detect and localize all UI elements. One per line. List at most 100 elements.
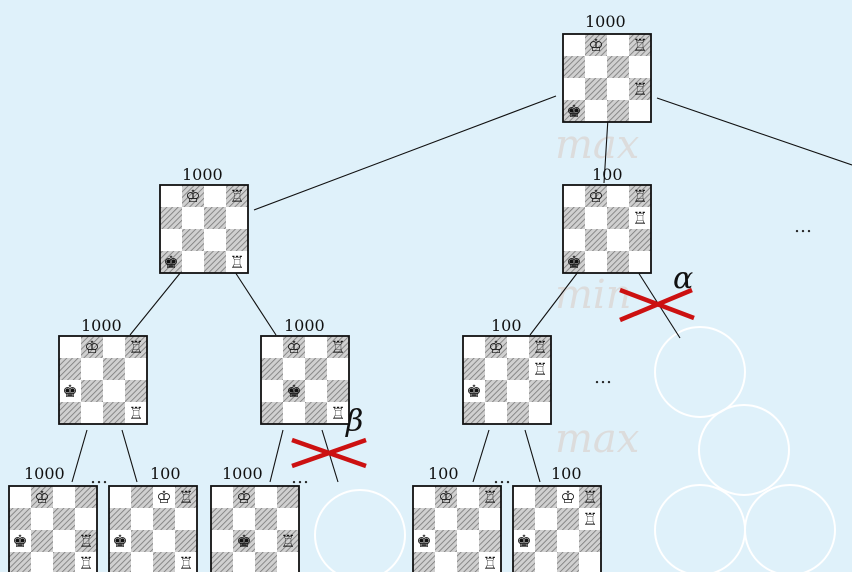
dark-square <box>153 552 175 572</box>
node-value-l2-c: 100 <box>491 316 522 335</box>
board-l2-b: ♔♖♚♖ <box>260 335 350 425</box>
dark-square <box>9 508 31 530</box>
dark-square <box>507 402 529 424</box>
light-square <box>479 508 501 530</box>
tree-edges <box>71 95 852 483</box>
board-border <box>412 485 502 572</box>
light-square <box>9 486 31 508</box>
light-square <box>75 552 97 572</box>
white-rook-icon: ♖ <box>482 488 497 508</box>
dark-square <box>485 336 507 358</box>
dark-square <box>585 78 607 100</box>
dark-square <box>131 530 153 552</box>
white-rook-icon: ♖ <box>229 253 244 273</box>
black-king-icon: ♚ <box>566 253 581 273</box>
light-square <box>59 380 81 402</box>
board-l1-mid: ♔♖♖♚ <box>562 184 652 274</box>
white-king-icon: ♔ <box>286 338 301 358</box>
light-square <box>563 185 585 207</box>
white-king-icon: ♔ <box>34 488 49 508</box>
light-square <box>283 402 305 424</box>
white-rook-icon: ♖ <box>128 338 143 358</box>
dark-square <box>529 336 551 358</box>
light-square <box>226 251 248 273</box>
light-square <box>435 508 457 530</box>
light-square <box>9 530 31 552</box>
light-square <box>305 380 327 402</box>
dark-square <box>211 552 233 572</box>
white-king-icon: ♔ <box>156 488 171 508</box>
node-value-l3-c: 1000 <box>222 464 263 483</box>
dark-square <box>435 530 457 552</box>
dark-square <box>629 34 651 56</box>
node-value-l3-e: 100 <box>551 464 582 483</box>
dark-square <box>109 508 131 530</box>
dark-square <box>53 508 75 530</box>
light-square <box>131 552 153 572</box>
light-square <box>535 508 557 530</box>
white-king-icon: ♔ <box>488 338 503 358</box>
board-l2-c: ♔♖♖♚ <box>462 335 552 425</box>
light-square <box>160 229 182 251</box>
dark-square <box>457 508 479 530</box>
board-border <box>108 485 198 572</box>
dark-square <box>327 380 349 402</box>
light-square <box>81 358 103 380</box>
light-square <box>283 358 305 380</box>
black-king-icon: ♚ <box>566 102 581 122</box>
dark-square <box>585 229 607 251</box>
black-king-icon: ♚ <box>236 532 251 552</box>
light-square <box>160 185 182 207</box>
light-square <box>226 207 248 229</box>
light-square <box>277 508 299 530</box>
light-square <box>485 358 507 380</box>
board-l3-a: ♔♚♖♖ <box>8 485 98 572</box>
ellipsis-right-branch: … <box>794 216 812 237</box>
light-square <box>103 336 125 358</box>
white-rook-icon: ♖ <box>128 404 143 424</box>
dark-square <box>277 530 299 552</box>
dark-square <box>607 56 629 78</box>
light-square <box>629 100 651 122</box>
dark-square <box>529 380 551 402</box>
board-l3-e: ♔♖♖♚ <box>512 485 602 572</box>
dark-square <box>59 402 81 424</box>
dark-square <box>153 508 175 530</box>
white-king-icon: ♔ <box>185 187 200 207</box>
light-square <box>507 380 529 402</box>
light-square <box>261 380 283 402</box>
dark-square <box>563 56 585 78</box>
dark-square <box>31 530 53 552</box>
light-square <box>607 229 629 251</box>
light-square <box>53 486 75 508</box>
dark-square <box>226 229 248 251</box>
white-king-icon: ♔ <box>588 36 603 56</box>
dark-square <box>283 380 305 402</box>
black-king-icon: ♚ <box>163 253 178 273</box>
white-rook-icon: ♖ <box>178 554 193 572</box>
light-square <box>457 486 479 508</box>
light-square <box>327 402 349 424</box>
node-value-root: 1000 <box>585 12 626 31</box>
watermark-max-top: max <box>555 122 639 168</box>
dark-square <box>485 380 507 402</box>
white-rook-icon: ♖ <box>632 209 647 229</box>
board-border <box>512 485 602 572</box>
light-square <box>585 56 607 78</box>
dark-square <box>204 207 226 229</box>
black-king-icon: ♚ <box>516 532 531 552</box>
board-l3-d: ♔♖♚♖ <box>412 485 502 572</box>
light-square <box>153 486 175 508</box>
dark-square <box>507 358 529 380</box>
dark-square <box>535 486 557 508</box>
board-border <box>159 184 249 274</box>
light-square <box>563 34 585 56</box>
white-rook-icon: ♖ <box>280 532 295 552</box>
white-king-icon: ♔ <box>560 488 575 508</box>
light-square <box>31 508 53 530</box>
light-square <box>513 486 535 508</box>
light-square <box>109 530 131 552</box>
dark-square <box>81 380 103 402</box>
dark-square <box>479 486 501 508</box>
